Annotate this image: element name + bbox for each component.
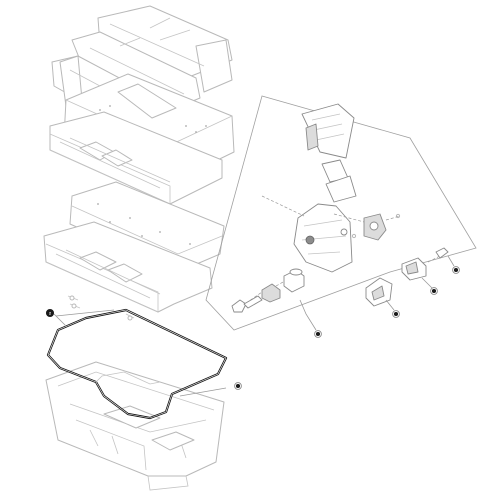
callout-4-marker: 4 <box>392 310 400 318</box>
callout-2-label: 2 <box>49 311 52 316</box>
callout-2-marker: 2 <box>45 308 55 318</box>
callout-leaders <box>53 255 455 397</box>
lid-padded-cover <box>49 111 223 205</box>
lid-lower-cover <box>43 221 213 313</box>
base-case <box>45 361 225 491</box>
small-hardware <box>67 295 135 321</box>
callout-5-marker: 5 <box>430 287 438 295</box>
callout-3-marker: 3 <box>314 330 322 338</box>
callout-1-marker: 1 <box>234 382 242 390</box>
latch-inset <box>205 95 477 331</box>
callout-6-marker: 6 <box>452 266 460 274</box>
lid-inner-panel <box>69 181 225 273</box>
lid-seal-gasket <box>46 308 228 420</box>
